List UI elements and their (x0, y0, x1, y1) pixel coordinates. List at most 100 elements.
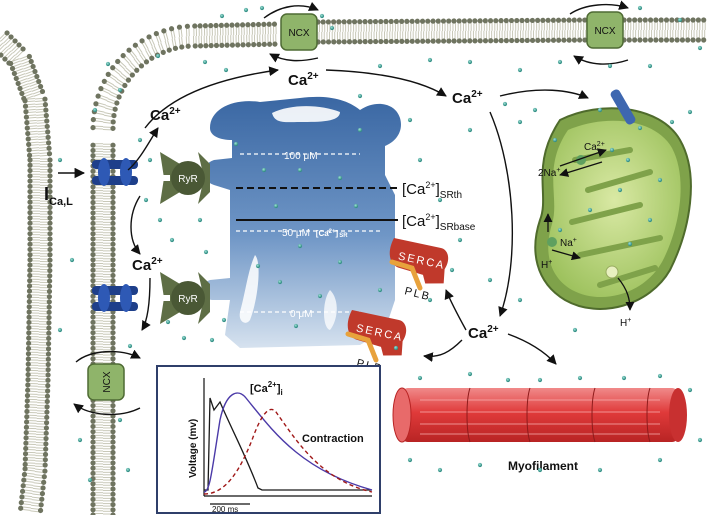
inset-cai-label: [Ca2+]i (250, 380, 283, 397)
calcium-ion-dot (557, 59, 563, 65)
calcium-ion-dot (353, 203, 359, 209)
calcium-ion-dot (105, 61, 111, 67)
calcium-ion-dot (657, 457, 663, 463)
calcium-ion-dot (125, 467, 131, 473)
ca2-label: Ca2+ (150, 106, 181, 124)
calcium-ion-dot (57, 157, 63, 163)
calcium-ion-dot (607, 63, 613, 69)
calcium-ion-dot (147, 157, 153, 163)
calcium-ion-dot (337, 175, 343, 181)
calcium-ion-dot (57, 327, 63, 333)
calcium-ion-dot (467, 59, 473, 65)
calcium-ion-dot (197, 217, 203, 223)
calcium-ion-dot (319, 13, 325, 19)
calcium-ion-dot (209, 337, 215, 343)
ca2-label: Ca2+ (132, 256, 163, 274)
svg-text:PLB: PLB (403, 285, 432, 303)
calcium-ion-dot (181, 335, 187, 341)
inset-contraction-label: Contraction (302, 433, 364, 445)
calcium-ion-dot (609, 147, 615, 153)
calcium-ion-dot (487, 277, 493, 283)
calcium-ion-dot (277, 279, 283, 285)
calcium-ion-dot (587, 207, 593, 213)
mito-na-label: Na+ (560, 237, 577, 249)
mito-2na-label: 2Na+ (538, 167, 560, 179)
calcium-ion-dot (657, 373, 663, 379)
svg-text:[Ca2+]SRbase: [Ca2+]SRbase (402, 212, 476, 233)
calcium-ion-dot (169, 237, 175, 243)
ica-l-label: ICa,L (44, 167, 86, 208)
calcium-ion-dot (449, 267, 455, 273)
ca2-label: Ca2+ (468, 324, 499, 342)
calcium-ion-dot (502, 101, 508, 107)
ca2-label: Ca2+ (452, 89, 483, 107)
calcium-transient-trace (203, 392, 373, 493)
calcium-ion-dot (117, 417, 123, 423)
inset-ylabel: Voltage (mv) (188, 419, 199, 478)
sr-100-label: 100 μM (284, 151, 318, 162)
calcium-ion-dot (477, 462, 483, 468)
svg-text:[Ca2+]SRth: [Ca2+]SRth (402, 180, 462, 201)
calcium-ion-dot (417, 375, 423, 381)
flux-arrows (73, 0, 629, 416)
sr-ca-inner: [Ca (316, 229, 329, 238)
sr-ca-inner-sup: 2+ (329, 229, 336, 235)
calcium-ion-dot (117, 87, 123, 93)
calcium-ion-dot (427, 57, 433, 63)
calcium-ion-dot (259, 5, 265, 11)
sr-ca-inner-end: ] (336, 229, 339, 238)
calcium-ion-dot (243, 7, 249, 13)
calcium-ion-dot (427, 297, 433, 303)
calcium-ion-dot (377, 63, 383, 69)
ncx-exchanger-icon: NCX (87, 363, 125, 401)
calcium-ion-dot (657, 177, 663, 183)
calcium-ion-dot (637, 5, 643, 11)
mitochondrion-icon (534, 89, 692, 310)
action-potential-trace (204, 397, 372, 491)
calcium-ions (57, 5, 703, 483)
calcium-ion-dot (687, 109, 693, 115)
sarcoplasmic-reticulum (200, 96, 401, 348)
mito-arrows (543, 148, 635, 311)
sr-50-value: 50 μM (282, 228, 310, 239)
calcium-ion-dot (87, 477, 93, 483)
calcium-ion-dot (517, 297, 523, 303)
myofilament-label: Myofilament (508, 459, 578, 473)
calcium-ion-dot (293, 323, 299, 329)
sr-50-label: 50 μM [Ca2+]SR (282, 228, 348, 239)
svg-text:ICa,L: ICa,L (44, 184, 73, 208)
ncx-exchanger-icon: NCX (280, 13, 318, 51)
calcium-ion-dot (407, 457, 413, 463)
ca2-label: Ca2+ (288, 71, 319, 89)
calcium-ion-dot (357, 93, 363, 99)
calcium-ion-dot (647, 217, 653, 223)
action-potential-inset: Voltage (mv) [Ca2+]i Contraction 200 ms (156, 365, 381, 514)
svg-text:50 μM [Ca2+]SR: 50 μM [Ca2+]SR (282, 228, 348, 239)
calcium-ion-dot (317, 293, 323, 299)
calcium-ion-dot (297, 243, 303, 249)
calcium-ion-dot (202, 59, 208, 65)
calcium-ion-dot (669, 119, 675, 125)
calcium-ion-dot (203, 249, 209, 255)
calcium-ion-dot (437, 197, 443, 203)
calcium-ion-dot (537, 467, 543, 473)
calcium-ion-dot (393, 345, 399, 351)
calcium-ion-dot (617, 187, 623, 193)
calcium-ion-dot (677, 17, 683, 23)
calcium-ion-dot (329, 25, 335, 31)
calcium-ion-dot (625, 157, 631, 163)
sr-threshold-lines (236, 153, 398, 313)
svg-text:NCX: NCX (594, 26, 615, 37)
svg-text:RyR: RyR (178, 174, 197, 185)
calcium-ion-dot (532, 107, 538, 113)
mito-h-out-label: H+ (620, 317, 631, 329)
ncx-exchanger-icon: NCX (586, 11, 624, 49)
calcium-ion-dot (92, 107, 98, 113)
calcium-ion-dot (687, 387, 693, 393)
calcium-ion-dot (157, 217, 163, 223)
calcium-ion-dot (577, 375, 583, 381)
calcium-ion-dot (155, 53, 161, 59)
calcium-ion-dot (627, 241, 633, 247)
calcium-ion-dot (552, 137, 558, 143)
calcium-ion-dot (221, 317, 227, 323)
